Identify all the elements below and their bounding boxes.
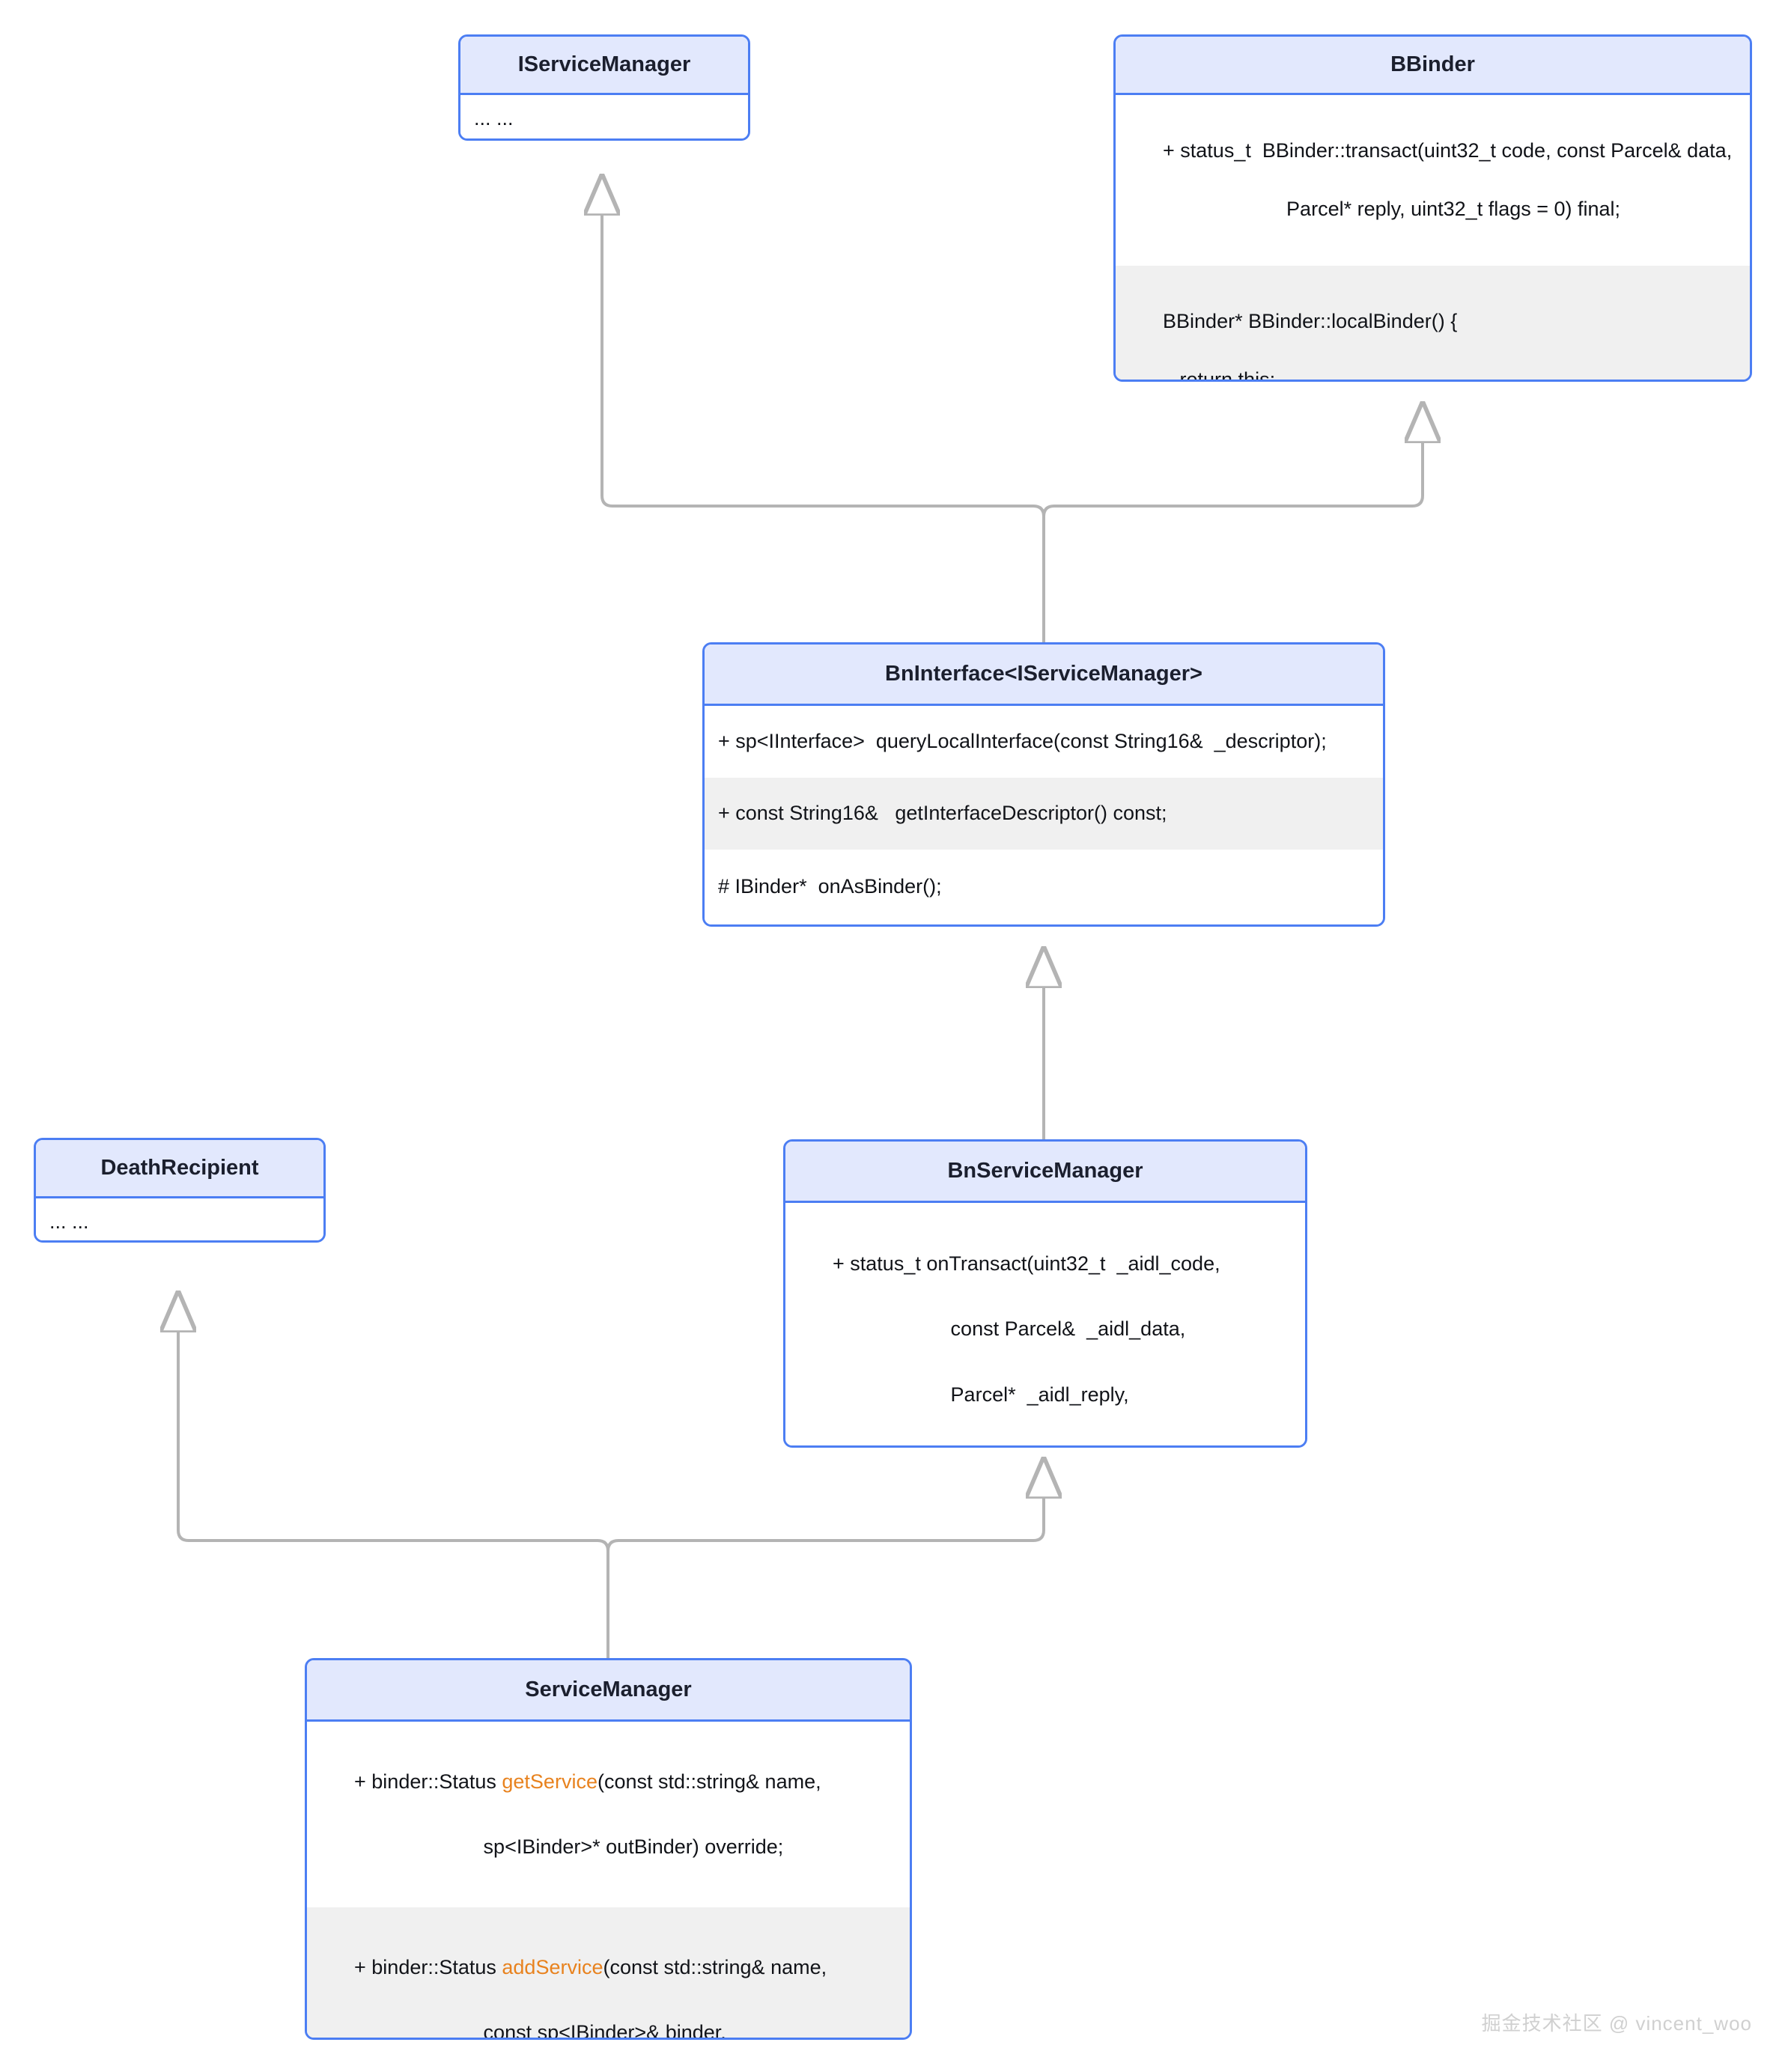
class-title-bninterface: BnInterface<IServiceManager> <box>705 645 1383 706</box>
bbinder-transact-line-1: Parcel* reply, uint32_t flags = 0) final… <box>1163 198 1621 221</box>
edge-bninterface-to-bbinder <box>1042 404 1423 518</box>
class-section-bbinder-transact: + status_t BBinder::transact(uint32_t co… <box>1116 95 1750 266</box>
sm-addservice-method-name: addService <box>502 1956 603 1979</box>
class-box-bnservicemanager[interactable]: BnServiceManager + status_t onTransact(u… <box>783 1139 1307 1448</box>
sm-addservice-line-1: const sp<IBinder>& binder, <box>354 2020 726 2040</box>
class-section-bnservicemanager-ontransact: + status_t onTransact(uint32_t _aidl_cod… <box>785 1203 1305 1445</box>
bbinder-transact-line-0: + status_t BBinder::transact(uint32_t co… <box>1163 139 1733 162</box>
sm-addservice-seg-2: (const std::string& name, <box>603 1956 827 1979</box>
bnsm-ontransact-line-1: const Parcel& _aidl_data, <box>833 1317 1186 1341</box>
edge-servicemanager-to-bnservicemanager <box>606 1460 1044 1553</box>
class-box-iservicemanager[interactable]: IServiceManager ... ... <box>458 34 750 141</box>
edge-bninterface-to-parents <box>602 177 1045 644</box>
bnsm-ontransact-line-2: Parcel* _aidl_reply, <box>833 1383 1129 1406</box>
sm-getservice-method-name: getService <box>502 1770 597 1794</box>
sm-getservice-seg-0: + binder::Status <box>354 1770 502 1794</box>
class-box-deathrecipient[interactable]: DeathRecipient ... ... <box>34 1138 326 1243</box>
class-box-bninterface[interactable]: BnInterface<IServiceManager> + sp<IInter… <box>702 642 1385 927</box>
class-title-deathrecipient: DeathRecipient <box>36 1140 323 1198</box>
class-box-servicemanager[interactable]: ServiceManager + binder::Status getServi… <box>305 1658 912 2040</box>
edge-servicemanager-to-parents <box>178 1294 609 1660</box>
class-section-bninterface-onasbinder: # IBinder* onAsBinder(); <box>705 850 1383 924</box>
class-section-servicemanager-addservice: + binder::Status addService(const std::s… <box>307 1907 910 2040</box>
class-section-servicemanager-getservice: + binder::Status getService(const std::s… <box>307 1722 910 1907</box>
watermark-text: 掘金技术社区 @ vincent_woo <box>1481 2012 1752 2035</box>
sm-getservice-seg-2: (const std::string& name, <box>597 1770 821 1794</box>
bbinder-localbinder-line-1: return this; <box>1163 368 1276 382</box>
class-title-servicemanager: ServiceManager <box>307 1660 910 1722</box>
bbinder-localbinder-line-0: BBinder* BBinder::localBinder() { <box>1163 309 1458 332</box>
class-title-bnservicemanager: BnServiceManager <box>785 1142 1305 1203</box>
class-section-bninterface-getdescriptor: + const String16& getInterfaceDescriptor… <box>705 778 1383 850</box>
class-section-deathrecipient-0: ... ... <box>36 1198 323 1240</box>
class-title-iservicemanager: IServiceManager <box>460 37 748 95</box>
sm-addservice-seg-0: + binder::Status <box>354 1956 502 1979</box>
sm-getservice-line-1: sp<IBinder>* outBinder) override; <box>354 1835 784 1858</box>
class-section-iservicemanager-0: ... ... <box>460 95 748 138</box>
class-box-bbinder[interactable]: BBinder + status_t BBinder::transact(uin… <box>1113 34 1752 382</box>
bnsm-ontransact-line-0: + status_t onTransact(uint32_t _aidl_cod… <box>833 1252 1220 1275</box>
class-section-bninterface-querylocal: + sp<IInterface> queryLocalInterface(con… <box>705 706 1383 778</box>
class-title-bbinder: BBinder <box>1116 37 1750 95</box>
class-section-bbinder-localbinder: BBinder* BBinder::localBinder() { return… <box>1116 265 1750 382</box>
